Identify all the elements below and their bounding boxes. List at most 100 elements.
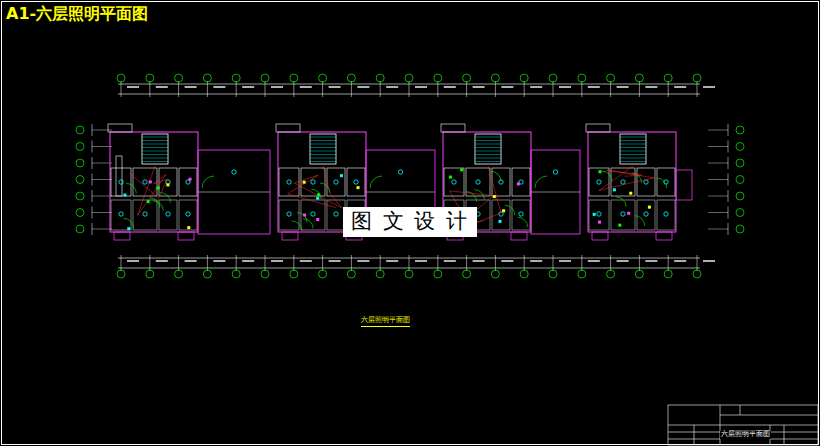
- room: [492, 200, 510, 230]
- dimension-value: [444, 260, 456, 262]
- switch-symbol: [598, 170, 601, 173]
- dimension-tick: [236, 81, 237, 97]
- stair-tread: [620, 144, 646, 145]
- dimension-tick: [409, 255, 410, 271]
- dimension-tick: [466, 255, 467, 271]
- stair-tread: [475, 147, 501, 148]
- balcony: [114, 232, 130, 240]
- wiring: [288, 166, 342, 208]
- switch-symbol: [449, 176, 452, 179]
- dimension-value: [329, 86, 341, 88]
- door-swing: [505, 205, 515, 215]
- switch-symbol: [123, 194, 126, 197]
- switch-symbol: [317, 193, 320, 196]
- axis-bubble: [434, 270, 442, 278]
- switch-symbol: [316, 197, 319, 200]
- axis-bubble: [607, 270, 615, 278]
- dimension-tick: [466, 81, 467, 97]
- door-swing: [635, 216, 645, 226]
- axis-bubble: [76, 143, 84, 151]
- axis-bubble: [491, 74, 499, 82]
- switch-symbol: [340, 174, 343, 177]
- switch-symbol: [303, 214, 306, 217]
- axis-bubble: [76, 159, 84, 167]
- axis-bubble: [520, 270, 528, 278]
- lamp-symbol: [664, 212, 668, 216]
- door-swing: [616, 197, 626, 207]
- axis-bubble: [578, 270, 586, 278]
- door-swing: [535, 176, 547, 188]
- axis-bubble: [736, 143, 744, 151]
- stair-tread: [475, 154, 501, 155]
- dimension-value: [645, 260, 657, 262]
- dimension-tick: [207, 81, 208, 97]
- dimension-value: [213, 86, 225, 88]
- lamp-symbol: [452, 180, 456, 184]
- dimension-tick: [293, 81, 294, 97]
- dimension-tick: [149, 81, 150, 97]
- axis-bubble: [76, 209, 84, 217]
- lamp-symbol: [287, 212, 291, 216]
- axis-bubble: [117, 74, 125, 82]
- room: [301, 200, 325, 230]
- switch-symbol: [627, 212, 630, 215]
- dimension-tick: [293, 255, 294, 271]
- stair-tread: [142, 140, 168, 141]
- balcony: [586, 124, 610, 132]
- sheet-title: A1-六层照明平面图: [6, 5, 148, 23]
- switch-symbol: [648, 206, 651, 209]
- door-swing: [311, 189, 321, 199]
- room: [512, 168, 530, 196]
- room: [111, 168, 131, 196]
- dimension-value: [473, 86, 485, 88]
- wall-outline: [198, 150, 270, 234]
- dimension-tick: [380, 255, 381, 271]
- dimension-value: [386, 260, 398, 262]
- dimension-value: [415, 260, 427, 262]
- wall-outline: [110, 132, 198, 232]
- stair-tread: [620, 147, 646, 148]
- dimension-tick: [322, 81, 323, 97]
- axis-line: [708, 130, 728, 131]
- axis-bubble: [203, 270, 211, 278]
- dimension-value: [703, 260, 715, 262]
- stair-tread: [475, 137, 501, 138]
- dimension-tick: [553, 81, 554, 97]
- axis-bubble: [664, 270, 672, 278]
- dimension-value: [617, 86, 629, 88]
- room: [279, 200, 299, 230]
- room: [347, 168, 365, 196]
- lamp-symbol: [143, 212, 147, 216]
- wall-outline: [588, 132, 676, 232]
- axis-line: [92, 179, 112, 180]
- stair-tread: [142, 154, 168, 155]
- axis-bubble: [319, 270, 327, 278]
- plan-caption: 六层照明平面图: [361, 317, 410, 327]
- lamp-symbol: [476, 180, 480, 184]
- dimension-value: [588, 260, 600, 262]
- dimension-value: [329, 260, 341, 262]
- wiring: [129, 166, 167, 215]
- stair-tread: [142, 161, 168, 162]
- axis-bubble: [290, 74, 298, 82]
- switch-symbol: [166, 183, 169, 186]
- dimension-value: [386, 86, 398, 88]
- axis-bubble: [736, 176, 744, 184]
- switch-symbol: [598, 221, 601, 224]
- room: [637, 168, 655, 196]
- axis-bubble: [549, 270, 557, 278]
- axis-bubble: [736, 159, 744, 167]
- dimension-value: [645, 86, 657, 88]
- axis-bubble: [664, 74, 672, 82]
- wall-outline: [531, 150, 580, 234]
- axis-bubble: [607, 74, 615, 82]
- stair-tread: [310, 151, 336, 152]
- wall-outline: [676, 170, 692, 200]
- axis-line: [92, 130, 112, 131]
- dimension-value: [588, 86, 600, 88]
- room: [159, 200, 177, 230]
- axis-line: [92, 146, 112, 147]
- dimension-tick: [178, 255, 179, 271]
- switch-symbol: [493, 195, 496, 198]
